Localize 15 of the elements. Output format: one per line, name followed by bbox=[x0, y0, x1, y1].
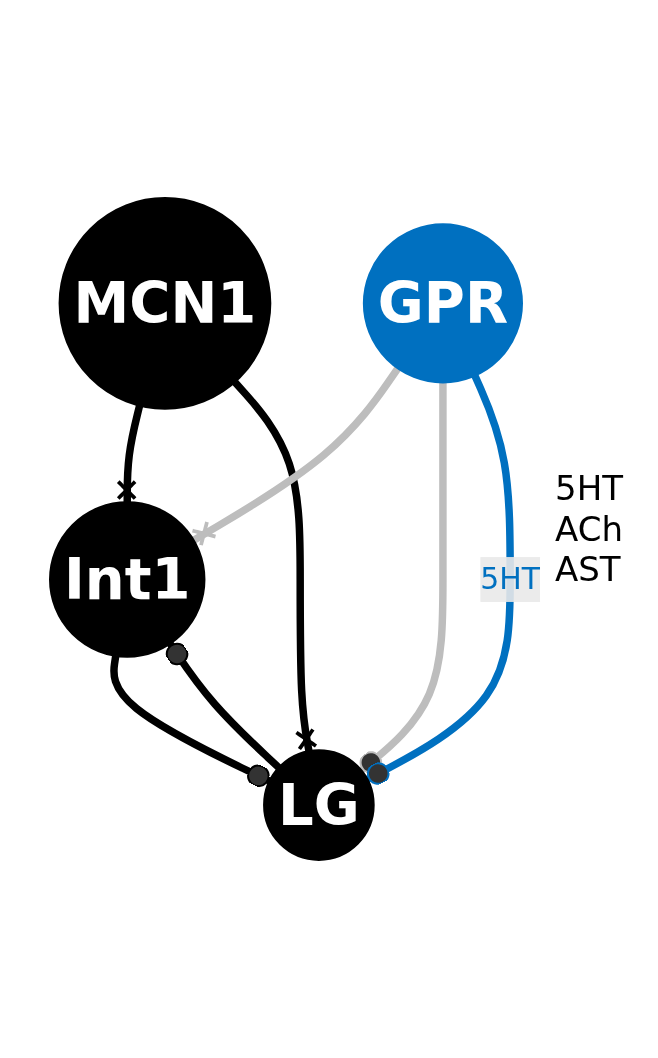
connector bbox=[359, 382, 447, 774]
connector bbox=[190, 366, 401, 548]
node-circle: GPR bbox=[362, 223, 523, 384]
node-circle: Int1 bbox=[49, 501, 206, 658]
edge-label: 5HT bbox=[480, 560, 541, 597]
connector bbox=[232, 379, 318, 752]
connector bbox=[116, 404, 144, 503]
connector bbox=[365, 374, 514, 785]
transmitter-label: AST bbox=[555, 549, 622, 591]
connector bbox=[165, 641, 282, 771]
transmitter-label: 5HT bbox=[555, 467, 623, 509]
connector bbox=[110, 655, 272, 788]
transmitter-label: ACh bbox=[555, 508, 623, 550]
node-circle: MCN1 bbox=[58, 197, 272, 410]
node-circle: LG bbox=[263, 749, 375, 861]
